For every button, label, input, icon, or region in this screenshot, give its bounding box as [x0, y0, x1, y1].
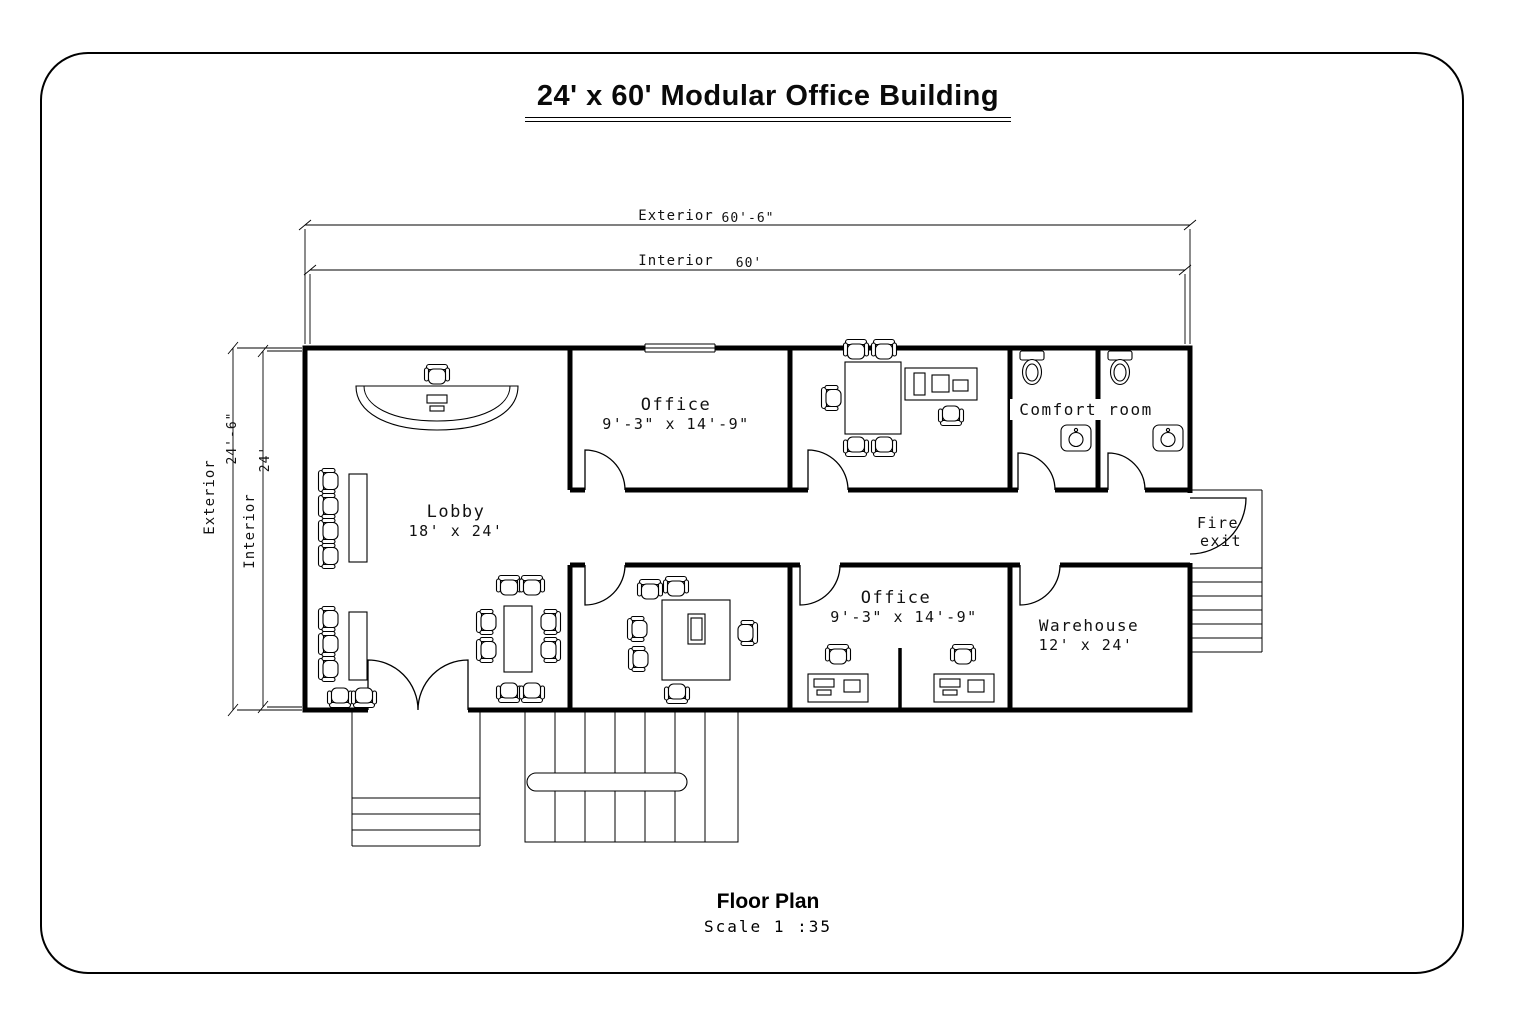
mouse-pad [942, 689, 958, 696]
lobby-size: 18' x 24' [409, 522, 504, 540]
keyboard [952, 379, 969, 392]
warehouse-size: 12' x 24' [1039, 636, 1134, 654]
left-exterior-label: Exterior [202, 459, 218, 534]
entrance-stairs [524, 712, 739, 843]
chair [540, 608, 562, 636]
toilet [1019, 350, 1045, 386]
chair [937, 405, 965, 427]
side-table [348, 611, 368, 681]
chair [317, 467, 339, 495]
chair [317, 517, 339, 545]
top-exterior-value: 60'-6" [722, 211, 775, 226]
chair [317, 630, 339, 658]
chair [495, 574, 523, 596]
workroom-furniture [626, 575, 759, 705]
exterior-walls [302, 345, 1193, 713]
caption-block: Floor Plan Scale 1 :35 [0, 890, 1536, 936]
office-topright-furniture [820, 338, 978, 458]
computer-tower [913, 372, 926, 396]
chair [842, 338, 870, 360]
fire-exit-label-line2: exit [1200, 532, 1242, 550]
chair [423, 363, 451, 385]
workstation [933, 673, 995, 703]
toilet [1107, 350, 1133, 386]
scale-label: Scale 1 :35 [704, 917, 832, 936]
warehouse-label: Warehouse [1039, 616, 1139, 635]
dimension-lines: Exterior 60'-6" Interior 60' Exterior 24… [202, 208, 1197, 717]
reception-desk [355, 385, 519, 431]
chair [663, 683, 691, 705]
keyboard [939, 678, 961, 688]
monitor [843, 679, 861, 693]
title-underline [525, 117, 1011, 122]
chair [870, 436, 898, 458]
monitor-screen [690, 617, 703, 641]
office-bottom-label: Office [861, 588, 931, 608]
top-exterior-label: Exterior [638, 208, 713, 224]
chair [737, 619, 759, 647]
computer [426, 394, 448, 404]
chair [820, 384, 842, 412]
entrance-porch [351, 712, 481, 847]
lobby-table [503, 605, 533, 673]
fire-exit-stairs [1190, 489, 1263, 653]
sink [1060, 424, 1092, 452]
chair [317, 605, 339, 633]
stair-handrail [526, 772, 688, 792]
top-interior-value: 60' [736, 256, 762, 271]
room-labels: Lobby 18' x 24' Office 9'-3" x 14'-9" Co… [409, 395, 1242, 654]
chair [949, 643, 977, 665]
chair [842, 436, 870, 458]
chair [495, 682, 523, 704]
page-frame [40, 52, 1464, 974]
office-bottom-size: 9'-3" x 14'-9" [830, 608, 977, 626]
monitor [967, 679, 985, 693]
chair [870, 338, 898, 360]
office-bottom-furniture [807, 643, 995, 703]
doors [367, 449, 1247, 711]
side-table [348, 473, 368, 563]
meeting-table [844, 361, 902, 435]
computer-desk [904, 367, 978, 401]
comfort-room-label: Comfort room [1019, 400, 1153, 419]
fire-exit-door [1189, 497, 1247, 555]
fire-exit-label-line1: Fire [1197, 514, 1239, 532]
title-block: 24' x 60' Modular Office Building [0, 80, 1536, 122]
window [644, 342, 716, 354]
chair [350, 687, 378, 709]
keyboard [429, 405, 445, 412]
office-top-size: 9'-3" x 14'-9" [602, 415, 749, 433]
entrance-double-door [367, 659, 469, 711]
office-top-label: Office [641, 395, 711, 415]
left-exterior-value: 24'-6" [225, 412, 240, 465]
chair [317, 542, 339, 570]
page-title: 24' x 60' Modular Office Building [536, 80, 1000, 112]
floor-plan-caption: Floor Plan [716, 890, 820, 913]
chair [475, 608, 497, 636]
chair [475, 636, 497, 664]
keyboard [813, 678, 835, 688]
sink [1152, 424, 1184, 452]
left-interior-value: 24' [258, 446, 273, 472]
monitor [931, 374, 950, 393]
chair [518, 682, 546, 704]
chair [326, 687, 354, 709]
chair [636, 578, 664, 600]
lobby-furniture [317, 363, 562, 709]
chair [626, 615, 648, 643]
chair [627, 645, 649, 673]
chair [540, 636, 562, 664]
chair [317, 492, 339, 520]
lobby-label: Lobby [427, 502, 486, 522]
chair [824, 643, 852, 665]
chair [317, 655, 339, 683]
mouse-pad [816, 689, 832, 696]
workstation [807, 673, 869, 703]
chair [518, 574, 546, 596]
top-interior-label: Interior [638, 253, 713, 269]
chair [662, 575, 690, 597]
left-interior-label: Interior [242, 493, 258, 568]
